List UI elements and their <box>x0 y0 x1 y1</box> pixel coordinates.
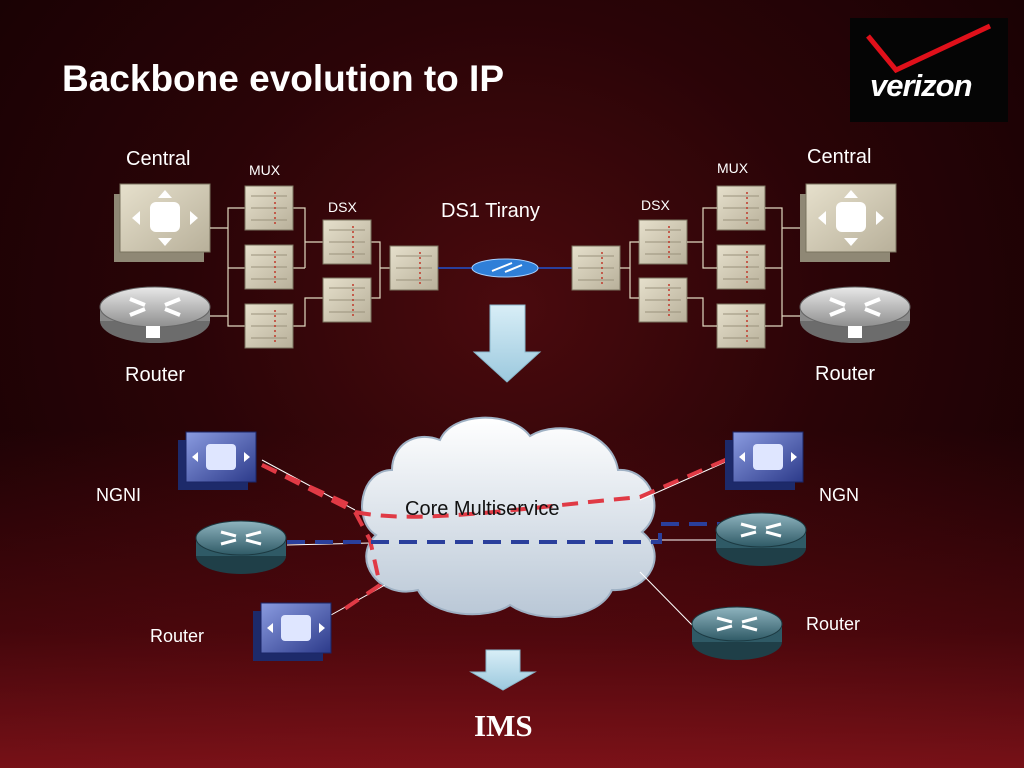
mux-connectors-right <box>620 207 800 327</box>
mux-right-label: MUX <box>717 160 749 176</box>
mux-left-3-icon <box>244 303 294 349</box>
router-left-top-label: Router <box>125 364 186 386</box>
ims-label: IMS <box>474 708 533 743</box>
ngn-left-icon <box>177 431 257 491</box>
central-right-label: Central <box>807 146 872 168</box>
dsx-right-1-icon <box>638 219 688 265</box>
dsx-right-2-icon <box>638 277 688 323</box>
mux-right-2-icon <box>716 244 766 290</box>
ngn-right-label: NGN <box>819 485 859 505</box>
ds1-link-icon <box>471 258 539 278</box>
ngn-right-icon <box>724 431 804 491</box>
verizon-logo: verizon <box>850 18 1008 122</box>
slide-title: Backbone evolution to IP <box>62 58 504 99</box>
ngn-left-label: NGNI <box>96 485 141 505</box>
verizon-check-icon <box>866 23 992 74</box>
router-left-bottom-icon <box>194 519 288 576</box>
evolution-arrow-icon <box>472 304 542 383</box>
red-dashed-path-top <box>261 463 351 507</box>
core-multiservice-label: Core Multiservice <box>405 498 560 520</box>
router-right-lower-icon <box>690 605 784 662</box>
red-dashed-path-core <box>354 456 731 519</box>
central-switch-right-icon <box>799 183 897 263</box>
lock-right-icon <box>848 326 862 338</box>
mux-left-label: MUX <box>249 162 281 178</box>
mux-connectors-left <box>210 207 390 327</box>
ims-arrow-icon <box>469 649 537 691</box>
router-right-top-label: Router <box>815 363 876 385</box>
dsx-right-label: DSX <box>641 197 670 213</box>
terminal-left-icon <box>389 245 439 291</box>
red-dashed-path-left <box>261 463 383 614</box>
mux-left-1-icon <box>244 185 294 231</box>
router-right-bottom-label: Router <box>806 614 861 634</box>
dsx-left-2-icon <box>322 277 372 323</box>
dsx-left-1-icon <box>322 219 372 265</box>
mux-right-1-icon <box>716 185 766 231</box>
core-cloud-icon <box>361 416 656 618</box>
mux-left-2-icon <box>244 244 294 290</box>
terminal-right-icon <box>571 245 621 291</box>
router-left-bottom-label: Router <box>150 626 205 646</box>
ds1-arrows <box>491 262 523 273</box>
ngn-left-bottom-icon <box>252 602 332 662</box>
central-switch-left-icon <box>113 183 211 263</box>
lock-left-icon <box>146 326 160 338</box>
logo-text: verizon <box>870 68 973 103</box>
mux-right-3-icon <box>716 303 766 349</box>
router-right-bottom-icon <box>714 511 808 568</box>
dsx-left-label: DSX <box>328 199 357 215</box>
ds1-link-label: DS1 Tirany <box>441 200 540 222</box>
central-left-label: Central <box>126 148 191 170</box>
blue-dashed-path <box>287 522 720 544</box>
